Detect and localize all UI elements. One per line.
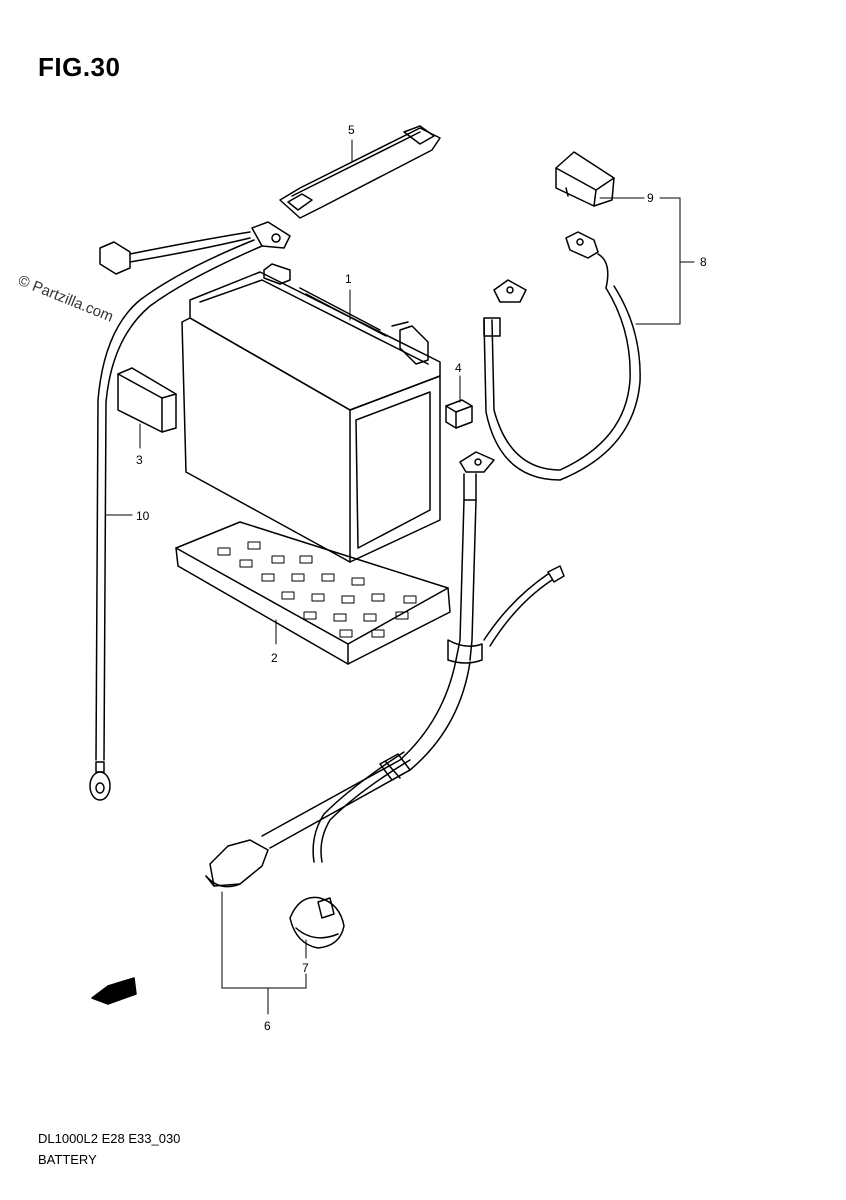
ground-wire[interactable] <box>89 221 291 801</box>
callout-3: 3 <box>136 453 143 467</box>
battery-minus-lead[interactable] <box>483 231 641 481</box>
callout-labels: 1 2 3 4 5 6 7 8 9 10 <box>136 123 707 1033</box>
label-pad[interactable] <box>117 367 177 433</box>
callout-7: 7 <box>302 961 309 975</box>
leader-lines <box>105 139 695 1015</box>
starter-cable[interactable] <box>205 451 565 888</box>
callout-5: 5 <box>348 123 355 137</box>
forward-arrow-icon: FWD <box>91 977 137 1005</box>
terminal-cover[interactable] <box>555 151 615 207</box>
callout-2: 2 <box>271 651 278 665</box>
callout-6: 6 <box>264 1019 271 1033</box>
battery-tray[interactable] <box>175 521 451 665</box>
battery-strap[interactable] <box>279 125 441 219</box>
small-label[interactable] <box>445 399 473 429</box>
callout-10: 10 <box>136 509 150 523</box>
diagram-name: BATTERY <box>38 1152 97 1167</box>
callout-1: 1 <box>345 272 352 286</box>
terminal-cap[interactable] <box>289 896 345 949</box>
callout-8: 8 <box>700 255 707 269</box>
callout-9: 9 <box>647 191 654 205</box>
diagram-code: DL1000L2 E28 E33_030 <box>38 1131 181 1146</box>
battery[interactable] <box>181 263 441 563</box>
callout-4: 4 <box>455 361 462 375</box>
figure-title: FIG.30 <box>38 52 121 82</box>
